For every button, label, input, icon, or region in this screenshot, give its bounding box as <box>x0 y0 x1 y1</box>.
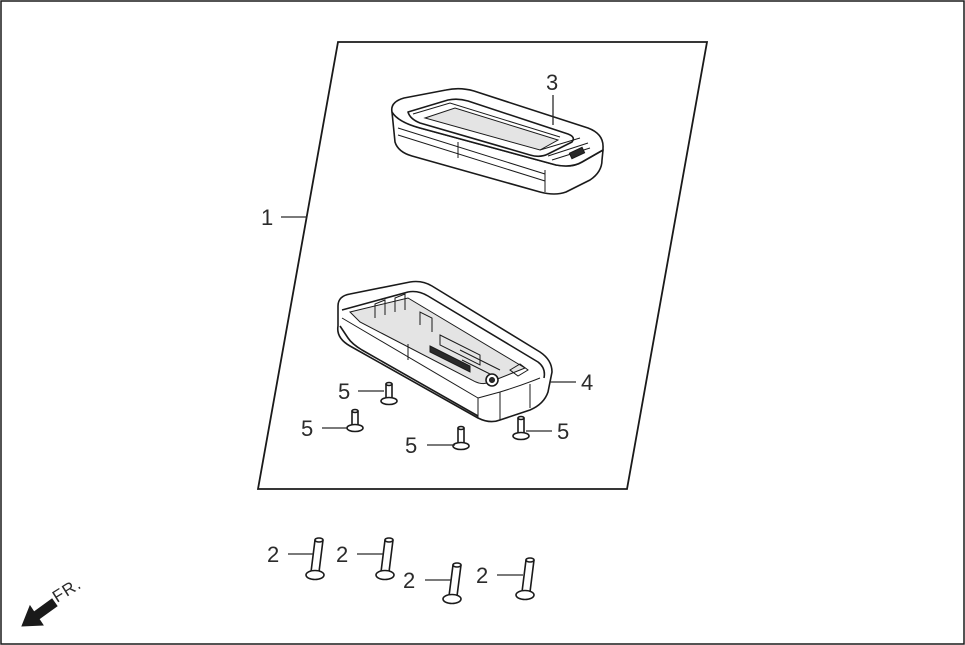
callout-5-b: 5 <box>301 416 313 441</box>
callout-1: 1 <box>261 205 273 230</box>
screw-short-4 <box>512 415 530 441</box>
screw-long-3 <box>442 562 462 605</box>
callout-3: 3 <box>546 70 558 95</box>
callout-5-d: 5 <box>557 419 569 444</box>
cover-part <box>390 87 604 195</box>
front-arrow-icon <box>21 598 58 627</box>
screw-long-2 <box>375 537 395 581</box>
callout-2-b: 2 <box>336 542 348 567</box>
screw-long-1 <box>305 537 325 581</box>
screw-short-1 <box>380 381 398 406</box>
callout-4: 4 <box>581 370 593 395</box>
screw-long-4 <box>515 557 535 601</box>
callout-2-c: 2 <box>403 568 415 593</box>
screw-short-2 <box>346 408 364 433</box>
assembly-outline <box>256 41 709 490</box>
callout-5-c: 5 <box>405 433 417 458</box>
screw-short-3 <box>452 425 470 451</box>
callout-2-a: 2 <box>267 542 279 567</box>
callout-5-a: 5 <box>338 379 350 404</box>
callout-2-d: 2 <box>476 563 488 588</box>
case-part <box>336 280 553 423</box>
